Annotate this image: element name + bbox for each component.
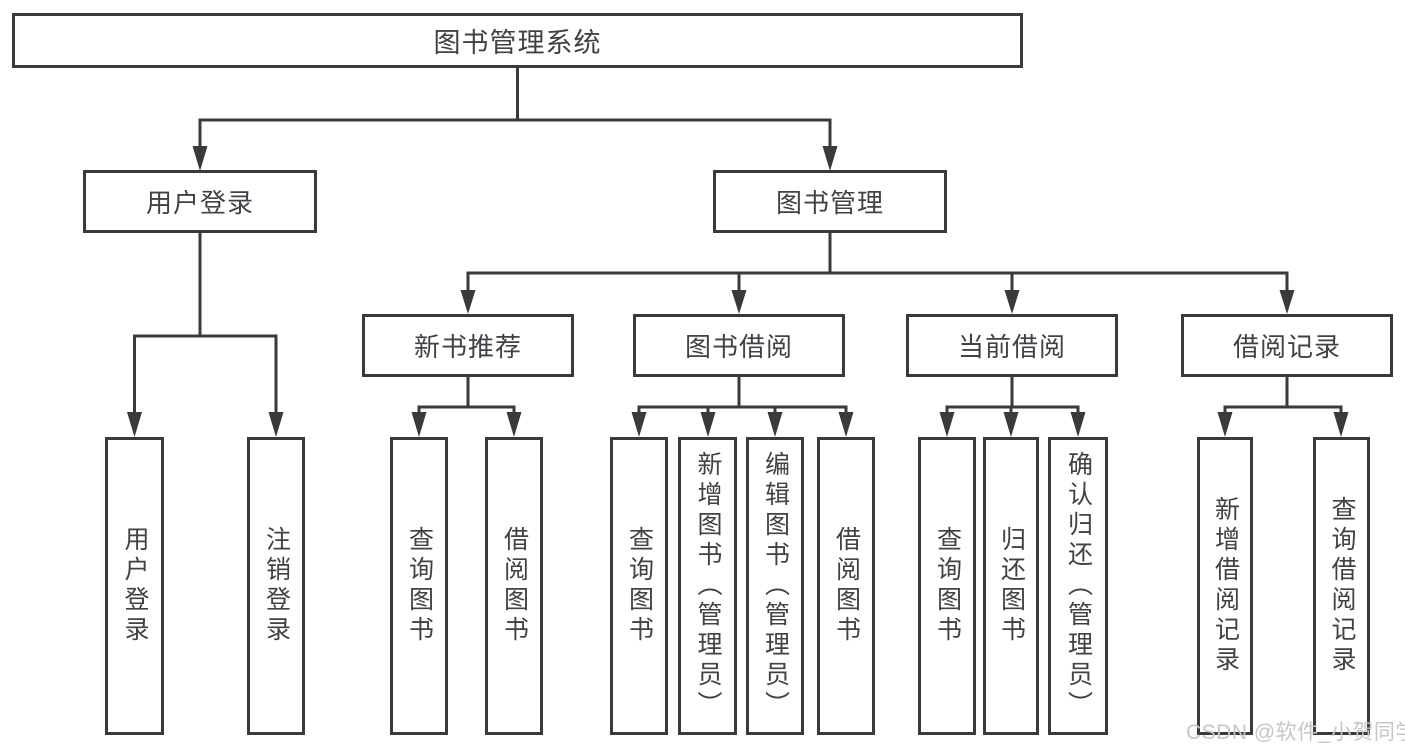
leaf-add-books-admin-label: 新增图书（管理员） — [694, 451, 722, 721]
leaf-borrow-books-1: 借阅图书 — [485, 437, 543, 735]
leaf-return-books: 归还图书 — [983, 437, 1039, 735]
leaf-query-books-3-label: 查询图书 — [933, 526, 962, 646]
leaf-query-books-3: 查询图书 — [918, 437, 976, 735]
leaf-edit-books-admin-label: 编辑图书（管理员） — [761, 451, 790, 721]
leaf-confirm-return-admin: 确认归还（管理员） — [1048, 437, 1108, 735]
leaf-user-login-label: 用户登录 — [121, 526, 149, 646]
leaf-add-borrow-record: 新增借阅记录 — [1197, 437, 1253, 735]
leaf-borrow-books-2: 借阅图书 — [817, 437, 875, 735]
leaf-return-books-label: 归还图书 — [997, 526, 1026, 646]
node-root-library-management-system: 图书管理系统 — [12, 13, 1023, 68]
leaf-query-books-1: 查询图书 — [390, 437, 448, 735]
leaf-borrow-books-2-label: 借阅图书 — [832, 526, 861, 646]
node-borrowing-records: 借阅记录 — [1181, 314, 1393, 377]
leaf-add-borrow-record-label: 新增借阅记录 — [1211, 496, 1240, 676]
leaf-borrow-books-1-label: 借阅图书 — [500, 526, 529, 646]
node-book-management: 图书管理 — [713, 170, 947, 233]
leaf-logout: 注销登录 — [247, 437, 305, 735]
leaf-query-books-1-label: 查询图书 — [405, 526, 434, 646]
leaf-query-borrow-record-label: 查询借阅记录 — [1328, 496, 1356, 676]
csdn-watermark: CSDN @软件_小贺同学 — [1186, 721, 1405, 744]
leaf-user-login: 用户登录 — [105, 437, 164, 735]
node-new-book-recommendation: 新书推荐 — [362, 314, 574, 377]
leaf-logout-label: 注销登录 — [262, 526, 291, 646]
node-current-borrowing: 当前借阅 — [906, 314, 1118, 377]
leaf-add-books-admin: 新增图书（管理员） — [678, 437, 737, 735]
leaf-confirm-return-admin-label: 确认归还（管理员） — [1064, 451, 1093, 721]
leaf-query-books-2-label: 查询图书 — [625, 526, 654, 646]
leaf-query-borrow-record: 查询借阅记录 — [1313, 437, 1370, 735]
leaf-query-books-2: 查询图书 — [610, 437, 668, 735]
node-user-login: 用户登录 — [83, 170, 317, 233]
node-book-borrowing: 图书借阅 — [633, 314, 845, 377]
leaf-edit-books-admin: 编辑图书（管理员） — [746, 437, 804, 735]
